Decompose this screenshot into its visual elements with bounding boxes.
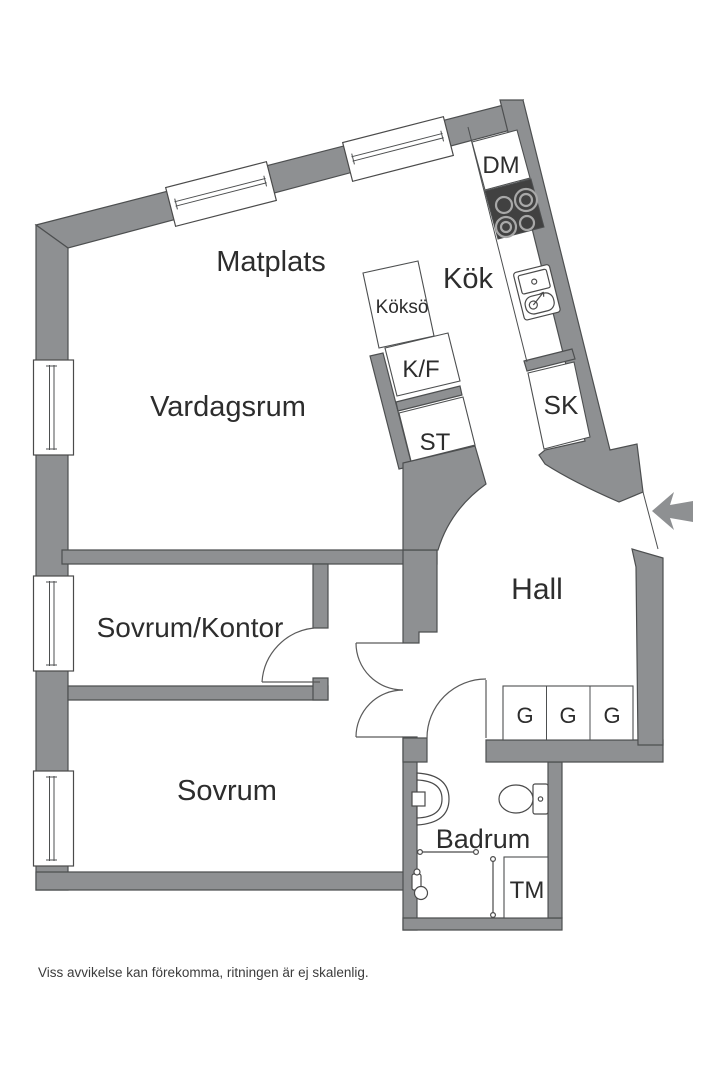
shower-screen-icon: [417, 848, 497, 918]
wardrobe-units: [502, 685, 634, 741]
door-bathroom: [426, 678, 487, 739]
label-wardrobe-2: G: [559, 703, 576, 728]
window-dining-2: [341, 115, 455, 183]
label-wardrobe-1: G: [516, 703, 533, 728]
door-office: [261, 627, 320, 683]
toilet-icon: [498, 783, 549, 815]
wall-office-bottom: [67, 685, 329, 701]
label-dishwasher: DM: [482, 152, 519, 179]
fridge-freezer-box: [384, 332, 461, 397]
window-living: [32, 359, 75, 456]
label-hall: Hall: [511, 573, 563, 606]
label-cleaning-closet: ST: [420, 429, 451, 456]
door-double-hall: [355, 642, 404, 738]
wall-bottom: [35, 871, 418, 891]
label-kitchen: Kök: [443, 263, 493, 295]
wall-bathroom-left: [402, 736, 418, 931]
bathroom-fixtures: [411, 772, 549, 919]
windows: [32, 115, 455, 867]
shower-mixer-icon: [411, 868, 429, 901]
doors: [261, 627, 487, 739]
wall-bathroom-right: [547, 761, 563, 919]
wall-office-bottom-stub: [312, 677, 329, 701]
label-bedroom: Sovrum: [177, 775, 277, 807]
label-bedroom-office: Sovrum/Kontor: [97, 612, 284, 643]
walls: [34, 99, 664, 931]
wall-kf-st-divider: [395, 385, 463, 412]
wall-top: [34, 99, 525, 249]
wall-bathroom-bottom: [402, 917, 563, 931]
wall-hall-corner: [402, 549, 438, 644]
wall-living-divider: [61, 549, 438, 565]
washing-machine-box: [503, 856, 549, 919]
dishwasher-box: [471, 129, 531, 191]
label-living: Vardagsrum: [150, 391, 306, 423]
wall-arch-left: [402, 445, 487, 551]
wall-office-right: [312, 563, 329, 629]
washbasin-icon: [416, 772, 450, 826]
label-bathroom: Badrum: [436, 824, 531, 854]
wardrobe-row: [502, 685, 634, 741]
cleaning-closet-box: [398, 396, 476, 462]
wall-sk-divider: [523, 348, 576, 372]
label-dining: Matplats: [216, 246, 326, 278]
closet-sk-box: [527, 361, 591, 450]
window-bedroom: [32, 770, 75, 867]
label-kitchen-island: Köksö: [376, 297, 429, 318]
label-closet-sk: SK: [544, 390, 579, 420]
kitchen-sink-icon: [513, 264, 561, 321]
kitchen-fixtures: [362, 126, 591, 462]
wall-hall-bottom: [485, 739, 664, 763]
wall-bathroom-door-stub: [402, 737, 428, 763]
disclaimer-text: Viss avvikelse kan förekomma, ritningen …: [38, 965, 369, 980]
label-wardrobe-3: G: [603, 703, 620, 728]
labels: Matplats Kök Köksö DM K/F ST SK Vardagsr…: [38, 152, 621, 980]
label-fridge-freezer: K/F: [402, 356, 439, 383]
window-dining-1: [164, 160, 278, 228]
window-office: [32, 575, 75, 672]
counter-edge: [467, 126, 528, 363]
stove-burners-icon: [494, 187, 539, 239]
basin-tap-icon: [411, 791, 426, 807]
entry-arrow-icon: [652, 492, 693, 530]
entry-threshold: [642, 491, 659, 550]
wall-hall-right: [631, 548, 664, 746]
label-washing-machine: TM: [510, 877, 545, 904]
